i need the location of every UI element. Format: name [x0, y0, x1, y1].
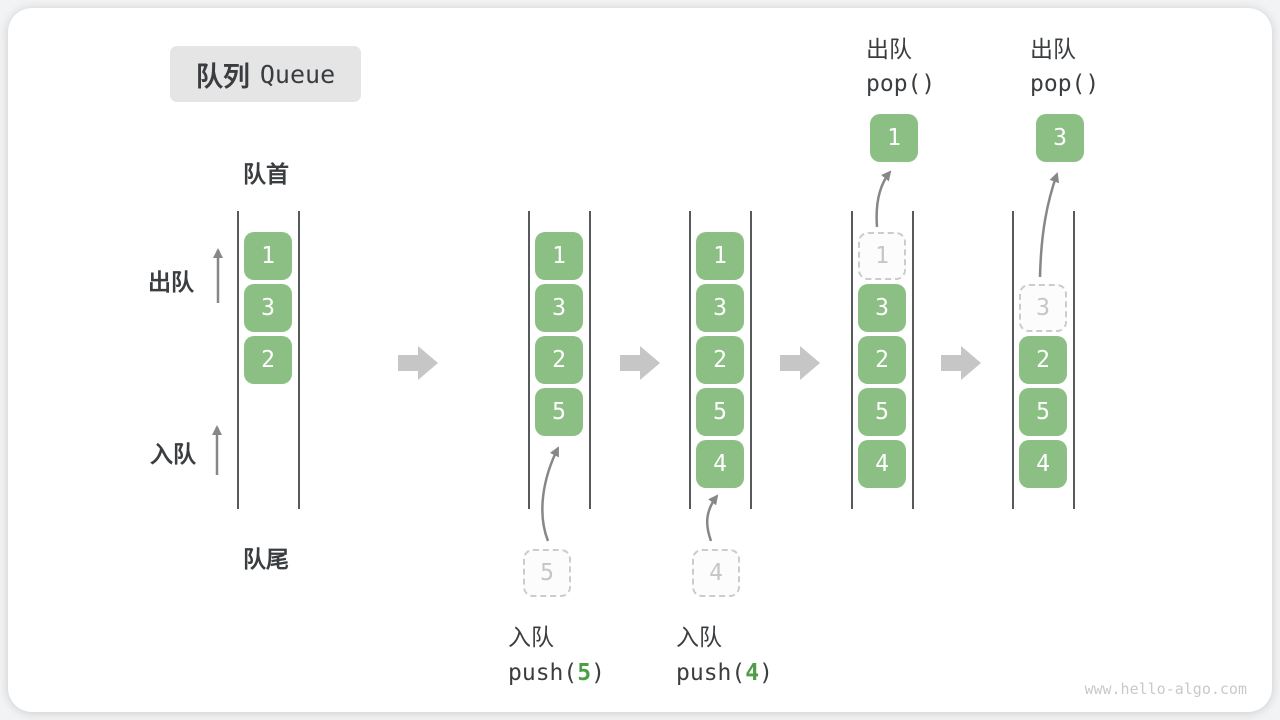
queue-cell: 5: [1019, 388, 1067, 436]
queue-wall-right: [912, 211, 914, 509]
push5-call-label: push(5): [508, 660, 605, 686]
queue-wall-right: [1073, 211, 1075, 509]
queue-wall-left: [1012, 211, 1014, 509]
pop3-action-label: 出队: [1030, 36, 1076, 62]
queue-cell: 2: [1019, 336, 1067, 384]
pop1-caption: 出队 pop(): [866, 30, 935, 97]
pop1-action-label: 出队: [866, 36, 912, 62]
queue-wall-left: [528, 211, 530, 509]
incoming-cell-5: 5: [523, 549, 571, 597]
push4-arg: 4: [745, 660, 760, 686]
queue-cell: 5: [696, 388, 744, 436]
queue-wall-right: [298, 211, 300, 509]
title-en: Queue: [259, 59, 336, 89]
push4-caption: 入队 push(4): [676, 618, 773, 686]
queue-cell: 4: [696, 440, 744, 488]
queue-rear-label: 队尾: [243, 546, 289, 572]
queue-cell: 3: [696, 284, 744, 332]
push4-action-label: 入队: [676, 624, 722, 650]
popped-cell-3: 3: [1036, 114, 1084, 162]
pop3-call-label: pop(): [1030, 71, 1100, 97]
enqueue-label: 入队: [150, 441, 196, 467]
queue-cell: 4: [1019, 440, 1067, 488]
queue-cell: 5: [858, 388, 906, 436]
title-zh: 队列: [195, 61, 250, 92]
push5-arg: 5: [577, 660, 592, 686]
push5-caption: 入队 push(5): [508, 618, 605, 686]
pop3-caption: 出队 pop(): [1030, 30, 1099, 97]
queue-cell: 3: [535, 284, 583, 332]
queue-cell-dashed: 1: [858, 232, 906, 280]
queue-cell: 2: [244, 336, 292, 384]
queue-cell: 1: [535, 232, 583, 280]
queue-wall-left: [689, 211, 691, 509]
queue-wall-left: [851, 211, 853, 509]
queue-wall-right: [750, 211, 752, 509]
push5-action-label: 入队: [508, 624, 554, 650]
pop1-call-label: pop(): [866, 71, 936, 97]
queue-wall-right: [589, 211, 591, 509]
queue-cell: 2: [858, 336, 906, 384]
queue-cell: 1: [244, 232, 292, 280]
queue-cell: 5: [535, 388, 583, 436]
queue-cell: 3: [244, 284, 292, 332]
watermark: www.hello-algo.com: [1084, 680, 1247, 698]
push4-call-label: push(4): [676, 660, 773, 686]
queue-cell: 4: [858, 440, 906, 488]
queue-cell: 1: [696, 232, 744, 280]
queue-front-label: 队首: [243, 161, 289, 187]
incoming-cell-4: 4: [692, 549, 740, 597]
queue-cell: 2: [696, 336, 744, 384]
dequeue-label: 出队: [148, 269, 194, 295]
queue-wall-left: [237, 211, 239, 509]
queue-cell: 3: [858, 284, 906, 332]
queue-cell-dashed: 3: [1019, 284, 1067, 332]
queue-cell: 2: [535, 336, 583, 384]
title-badge: 队列 Queue: [170, 46, 361, 102]
popped-cell-1: 1: [870, 114, 918, 162]
